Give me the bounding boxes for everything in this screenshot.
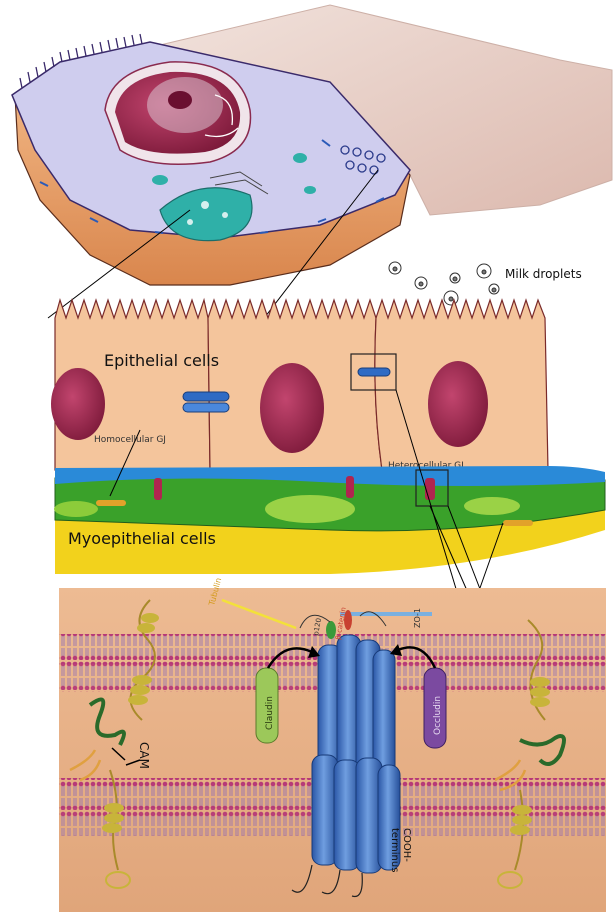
myoepithelial-nucleus-1 (54, 501, 98, 517)
milk-droplets (389, 262, 499, 305)
milk-droplets-label: Milk droplets (505, 267, 582, 281)
heterocellular-channel-3 (425, 478, 435, 500)
homocellular-gj-label: Homocellular GJ (94, 435, 166, 445)
epithelial-nucleus-2 (260, 363, 324, 453)
heterocellular-channel-2 (346, 476, 354, 498)
heterocellular-channel-1 (154, 478, 162, 500)
epithelial-cells-label: Epithelial cells (104, 351, 219, 370)
myoepithelial-nucleus-3 (464, 497, 520, 515)
middle-panel: Milk droplets Epithelial cells Homocellu… (51, 262, 605, 574)
occludin-label: Occludin (433, 696, 443, 735)
zo1-label: ZO-1 (413, 608, 422, 628)
epithelial-nucleus-1 (51, 368, 105, 440)
cam-label: CAM (137, 742, 151, 769)
terminus-label: terminus (389, 828, 400, 872)
myoepithelial-cells-label: Myoepithelial cells (68, 529, 216, 548)
top-panel (12, 5, 612, 285)
claudin-label: Claudin (265, 696, 275, 730)
cooh-label: COOH- (401, 828, 412, 862)
epithelial-nucleus-3 (428, 361, 488, 447)
myoepithelial-nucleus-2 (265, 495, 355, 523)
myo-channel-1 (96, 500, 126, 506)
myo-channel-2 (503, 520, 533, 526)
bottom-panel: Tubulin ZO-1 p120 β-catenin Claudin O (59, 577, 606, 912)
nucleus-top (105, 62, 251, 164)
